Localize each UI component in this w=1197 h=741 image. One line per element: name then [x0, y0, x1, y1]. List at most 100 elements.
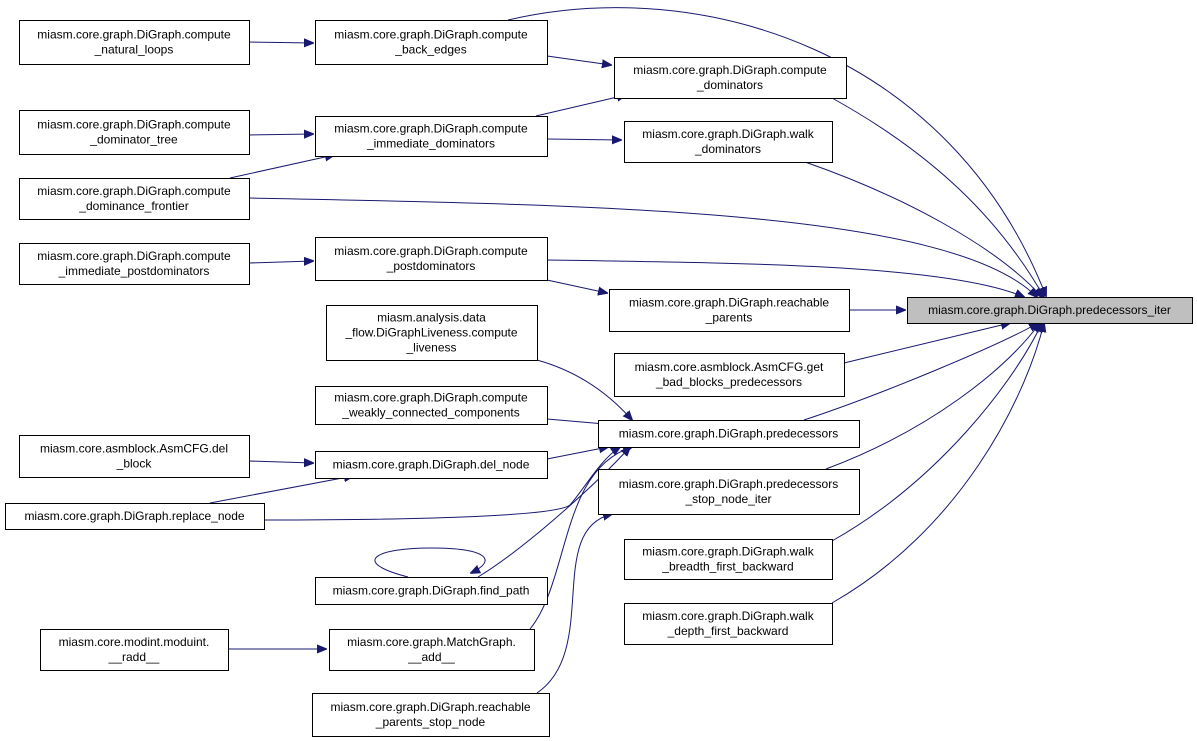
node-predecessors[interactable]: miasm.core.graph.DiGraph.predecessors — [598, 420, 860, 448]
node-box — [40, 629, 229, 671]
edge-predecessors-to-predecessors-iter — [803, 323, 1038, 421]
edge-find-path-to-find-path — [374, 547, 486, 578]
node-label-line: miasm.core.graph.DiGraph.reachable — [330, 700, 530, 714]
node-del-node[interactable]: miasm.core.graph.DiGraph.del_node — [315, 451, 548, 479]
node-label-line: _back_edges — [394, 43, 466, 57]
node-immediate-dominators[interactable]: miasm.core.graph.DiGraph.compute_immedia… — [315, 116, 548, 157]
node-reachable-parents-stop-node[interactable]: miasm.core.graph.DiGraph.reachable_paren… — [312, 693, 550, 737]
node-dominator-tree[interactable]: miasm.core.graph.DiGraph.compute_dominat… — [19, 110, 250, 155]
node-walk-dominators[interactable]: miasm.core.graph.DiGraph.walk_dominators — [624, 121, 833, 163]
node-label-line: miasm.core.graph.DiGraph.compute — [37, 249, 231, 263]
edge-replace-node-to-predecessors — [263, 447, 620, 521]
node-box — [614, 353, 845, 397]
edges-layer — [209, 7, 1046, 694]
edge-immediate-dominators-to-dominators — [535, 95, 626, 117]
node-label-line: __radd__ — [108, 650, 160, 664]
edge-find-path-to-predecessors — [477, 447, 630, 578]
node-immediate-postdominators[interactable]: miasm.core.graph.DiGraph.compute_immedia… — [19, 243, 250, 285]
node-box — [598, 469, 860, 515]
node-label-line: _block — [116, 457, 153, 471]
edge-get-bad-blocks-predecessors-to-predecessors-iter — [843, 323, 1010, 364]
node-label-line: _weakly_connected_components — [341, 406, 519, 420]
edge-immediate-dominators-to-walk-dominators — [546, 139, 621, 140]
node-box — [598, 420, 860, 448]
edge-walk-breadth-first-backward-to-predecessors-iter — [831, 323, 1042, 542]
edge-back-edges-to-predecessors-iter — [507, 7, 1046, 296]
node-label-line: miasm.core.graph.DiGraph.compute — [633, 63, 827, 77]
node-box — [624, 121, 833, 163]
node-predecessors-stop-node-iter[interactable]: miasm.core.graph.DiGraph.predecessors_st… — [598, 469, 860, 515]
node-matchgraph-add[interactable]: miasm.core.graph.MatchGraph.__add__ — [329, 629, 535, 671]
node-weakly-connected-components[interactable]: miasm.core.graph.DiGraph.compute_weakly_… — [315, 386, 548, 425]
node-find-path[interactable]: miasm.core.graph.DiGraph.find_path — [315, 577, 548, 605]
node-box — [315, 116, 548, 157]
node-box — [19, 243, 250, 285]
node-natural-loops[interactable]: miasm.core.graph.DiGraph.compute_natural… — [19, 20, 250, 65]
node-label-line: _dominance_frontier — [78, 199, 188, 213]
node-box — [624, 603, 833, 645]
node-walk-breadth-first-backward[interactable]: miasm.core.graph.DiGraph.walk_breadth_fi… — [624, 539, 833, 580]
node-get-bad-blocks-predecessors[interactable]: miasm.core.asmblock.AsmCFG.get_bad_block… — [614, 353, 845, 397]
node-label-line: _flow.DiGraphLiveness.compute — [344, 326, 517, 340]
node-label-line: miasm.core.graph.DiGraph.compute — [37, 184, 231, 198]
edge-postdominators-to-reachable-parents — [546, 279, 607, 293]
node-postdominators[interactable]: miasm.core.graph.DiGraph.compute_postdom… — [315, 237, 548, 281]
node-box — [614, 57, 847, 99]
node-replace-node[interactable]: miasm.core.graph.DiGraph.replace_node — [5, 503, 265, 530]
edge-dominance-frontier-to-immediate-dominators — [229, 155, 334, 179]
node-label-line: _liveness — [405, 341, 456, 355]
edge-dominators-to-predecessors-iter — [831, 97, 1044, 297]
edge-dominance-frontier-to-predecessors-iter — [248, 197, 1037, 297]
node-box — [315, 20, 548, 65]
node-walk-depth-first-backward[interactable]: miasm.core.graph.DiGraph.walk_depth_firs… — [624, 603, 833, 645]
node-radd[interactable]: miasm.core.modint.moduint.__radd__ — [40, 629, 229, 671]
node-label-line: _postdominators — [386, 259, 476, 273]
node-box — [315, 386, 548, 425]
node-label-line: miasm.core.asmblock.AsmCFG.del — [40, 442, 228, 456]
node-label-line: miasm.core.graph.DiGraph.compute — [37, 28, 231, 42]
node-box — [315, 451, 548, 479]
node-box — [624, 539, 833, 580]
edge-postdominators-to-predecessors-iter — [546, 259, 1024, 297]
node-reachable-parents[interactable]: miasm.core.graph.DiGraph.reachable_paren… — [609, 289, 850, 332]
node-label-line: _parents — [705, 311, 753, 325]
node-label-line: _depth_first_backward — [667, 624, 789, 638]
node-box — [19, 110, 250, 155]
edge-immediate-postdominators-to-postdominators — [248, 261, 313, 263]
node-label-line: miasm.core.graph.MatchGraph. — [347, 635, 516, 649]
node-box — [315, 237, 548, 281]
edge-compute-liveness-to-predecessors — [536, 359, 632, 420]
node-label-line: miasm.core.graph.DiGraph.walk — [642, 609, 814, 623]
node-box — [907, 297, 1193, 324]
edge-walk-depth-first-backward-to-predecessors-iter — [831, 323, 1044, 604]
node-label-line: _natural_loops — [94, 43, 174, 57]
node-dominance-frontier[interactable]: miasm.core.graph.DiGraph.compute_dominan… — [19, 178, 250, 220]
nodes-layer: miasm.core.graph.DiGraph.compute_natural… — [5, 20, 1193, 737]
node-label-line: miasm.core.graph.DiGraph.del_node — [333, 458, 530, 472]
node-del-block[interactable]: miasm.core.asmblock.AsmCFG.del_block — [19, 435, 250, 478]
node-box — [5, 503, 265, 530]
node-label-line: miasm.core.asmblock.AsmCFG.get — [635, 360, 824, 374]
node-label-line: _dominators — [696, 78, 763, 92]
edge-reachable-parents-stop-node-to-predecessors-stop-node-iter — [536, 514, 612, 694]
node-label-line: miasm.core.graph.DiGraph.walk — [642, 127, 814, 141]
node-label-line: miasm.core.modint.moduint. — [59, 635, 210, 649]
node-label-line: miasm.core.graph.DiGraph.predecessors — [619, 427, 838, 441]
node-label-line: miasm.core.graph.DiGraph.find_path — [333, 584, 530, 598]
node-label-line: _stop_node_iter — [684, 492, 771, 506]
node-label-line: _immediate_dominators — [366, 137, 495, 151]
node-label-line: miasm.core.graph.DiGraph.reachable — [629, 296, 829, 310]
node-compute-liveness[interactable]: miasm.analysis.data_flow.DiGraphLiveness… — [326, 305, 538, 361]
node-label-line: miasm.core.graph.DiGraph.compute — [37, 118, 231, 132]
edge-walk-dominators-to-predecessors-iter — [804, 161, 1042, 297]
node-back-edges[interactable]: miasm.core.graph.DiGraph.compute_back_ed… — [315, 20, 548, 65]
node-label-line: miasm.core.graph.DiGraph.replace_node — [24, 509, 244, 523]
node-label-line: _immediate_postdominators — [58, 264, 210, 278]
node-box — [19, 435, 250, 478]
node-dominators[interactable]: miasm.core.graph.DiGraph.compute_dominat… — [614, 57, 847, 99]
node-label-line: miasm.core.graph.DiGraph.compute — [334, 244, 528, 258]
node-predecessors-iter[interactable]: miasm.core.graph.DiGraph.predecessors_it… — [907, 297, 1193, 324]
node-label-line: miasm.core.graph.DiGraph.predecessors — [619, 477, 838, 491]
edge-back-edges-to-dominators — [546, 55, 611, 65]
node-label-line: _parents_stop_node — [375, 715, 486, 729]
